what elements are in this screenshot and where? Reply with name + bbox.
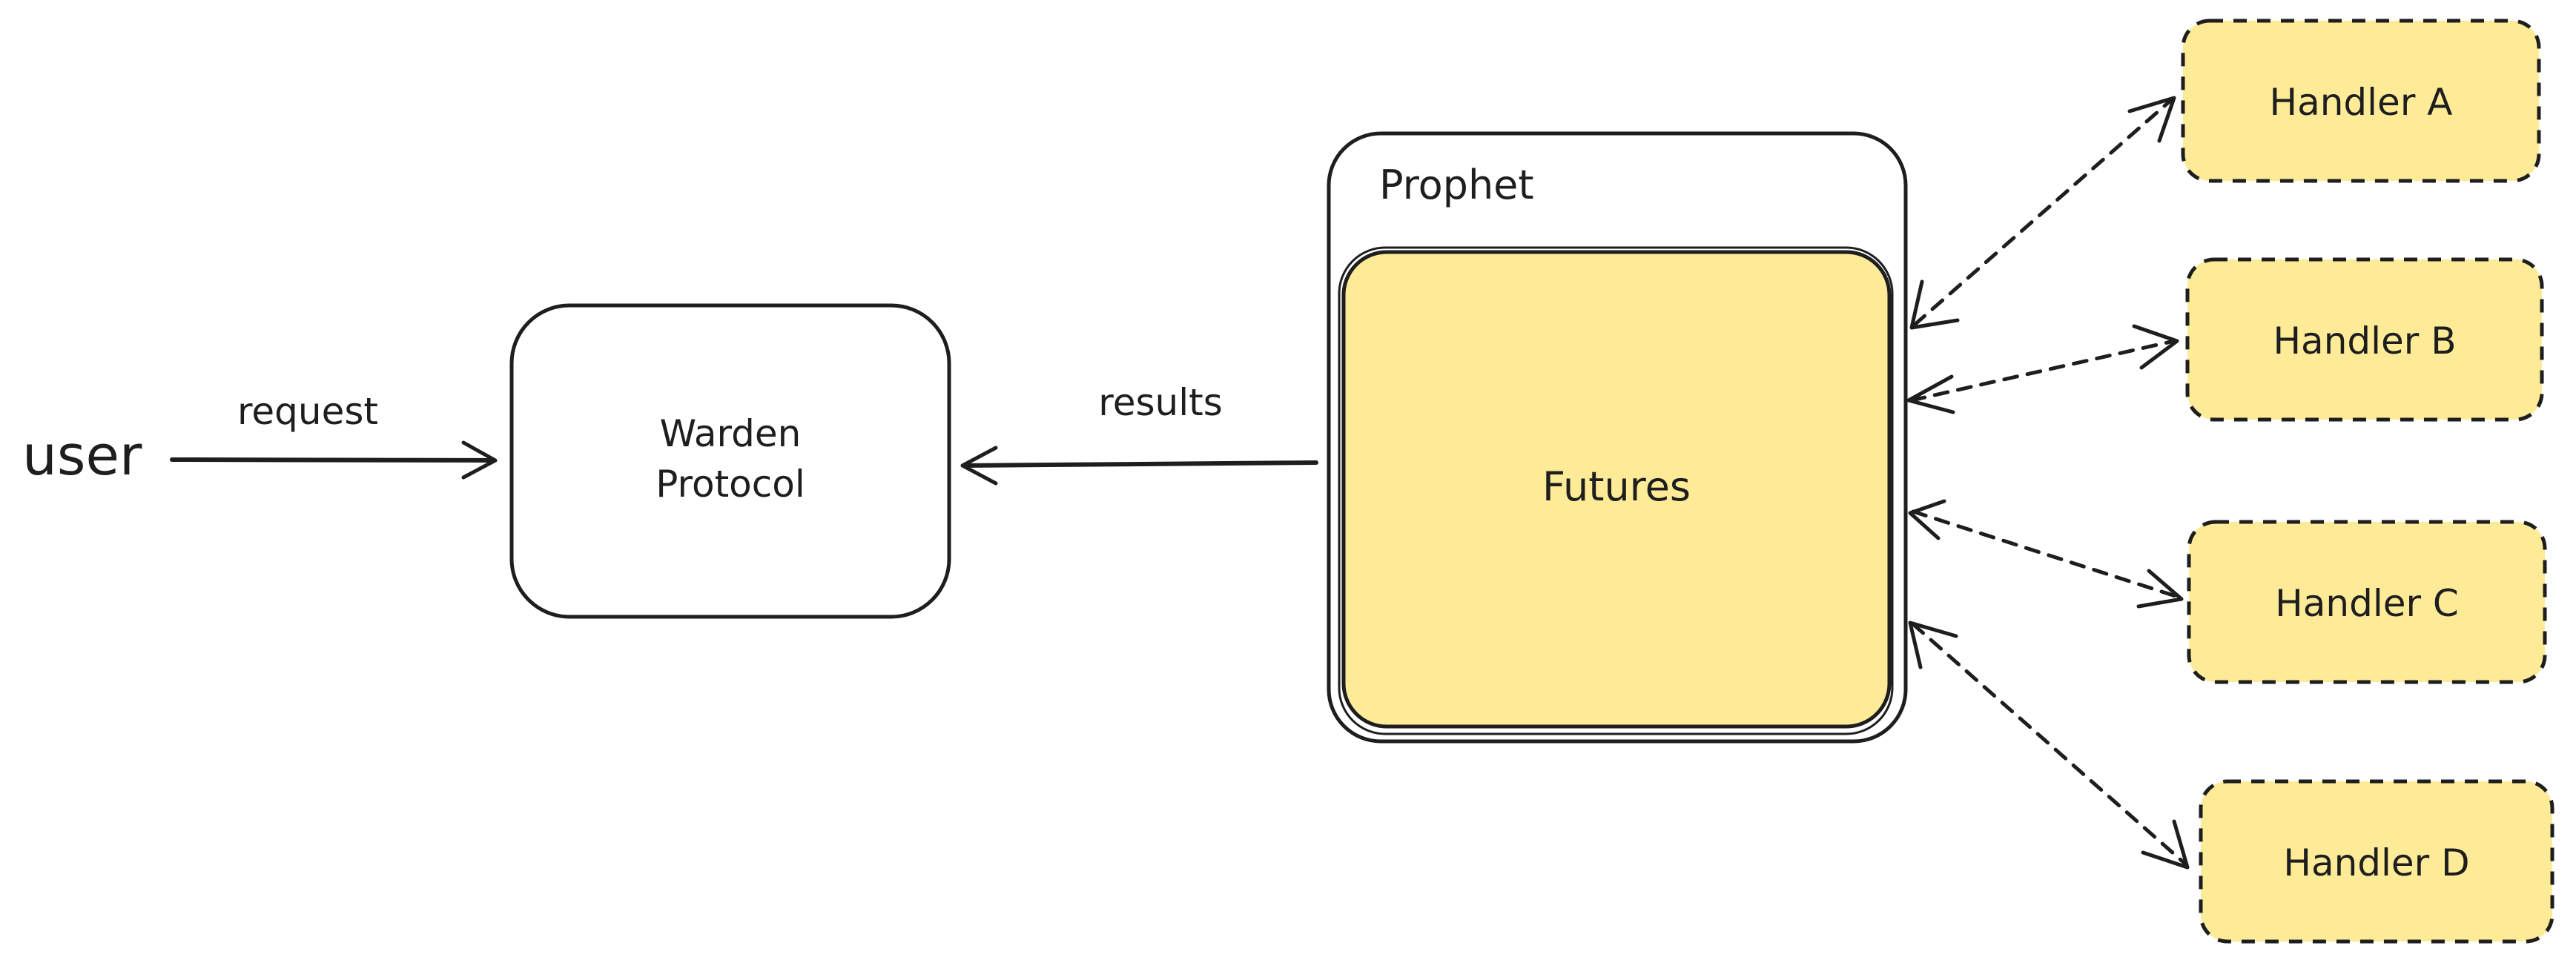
handler-c-link: [1908, 499, 2184, 609]
handler-b-link-line: [1909, 339, 2176, 403]
handler-a-link-head-start: [1909, 279, 1960, 330]
results-label: results: [1098, 381, 1223, 424]
handler-c-link-head-start: [1908, 499, 1946, 540]
handler-d-link-head-start: [1908, 621, 1958, 669]
handler-b-link: [1906, 324, 2179, 414]
warden-protocol-rect: [509, 303, 951, 619]
handler-c-box: Handler C: [2187, 520, 2547, 684]
warden-protocol-box: Warden Protocol: [509, 303, 951, 619]
handler-b-box: Handler B: [2185, 257, 2544, 422]
handler-d-label: Handler D: [2283, 841, 2469, 884]
handler-a-link-head-end: [2127, 96, 2176, 143]
handler-a-rect: [2181, 19, 2541, 183]
handler-b-link-head-end: [2132, 324, 2179, 370]
request-label: request: [237, 390, 378, 433]
results-arrow-head: [960, 446, 998, 486]
handler-d-link-line: [1911, 622, 2188, 867]
futures-rect-sketch: [1338, 246, 1894, 735]
handler-a-box: Handler A: [2181, 19, 2541, 183]
handler-d-link-head-end: [2141, 819, 2190, 870]
handler-c-rect: [2187, 520, 2547, 684]
handler-d-rect: [2199, 779, 2554, 944]
results-arrow: [960, 446, 1318, 486]
handler-d-box: Handler D: [2199, 779, 2554, 944]
handler-c-label: Handler C: [2275, 582, 2459, 625]
futures-box: Futures: [1338, 246, 1894, 735]
warden-protocol-line1: Warden: [660, 412, 802, 455]
handler-b-rect: [2185, 257, 2544, 422]
prophet-container: Prophet Futures: [1327, 131, 1908, 744]
results-arrow-shaft: [962, 460, 1318, 468]
request-arrow: [170, 440, 498, 480]
handler-c-link-line: [1911, 509, 2182, 600]
handler-a-label: Handler A: [2270, 81, 2453, 124]
handler-a-link-line: [1912, 98, 2173, 327]
futures-label: Futures: [1542, 463, 1691, 510]
request-arrow-head: [461, 440, 498, 480]
handler-b-link-head-start: [1906, 374, 1955, 414]
handler-b-label: Handler B: [2273, 320, 2456, 363]
handler-d-link: [1908, 621, 2190, 870]
user-label: user: [22, 424, 142, 488]
warden-protocol-line2: Protocol: [655, 463, 805, 506]
prophet-title: Prophet: [1379, 162, 1534, 208]
futures-rect: [1341, 250, 1892, 729]
handler-c-link-head-end: [2136, 569, 2184, 609]
handler-a-link: [1909, 96, 2176, 330]
